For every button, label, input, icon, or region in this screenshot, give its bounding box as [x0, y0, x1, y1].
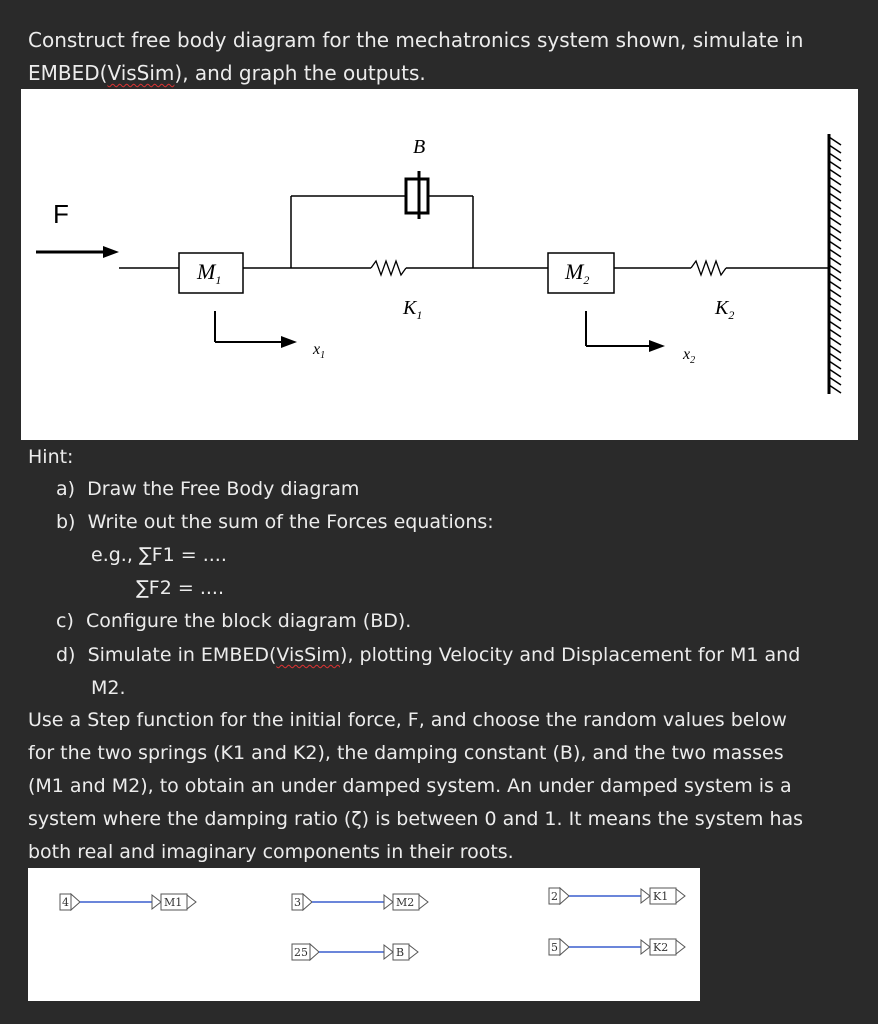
- disp-1-label: x1: [312, 341, 325, 361]
- vissim-block-group: 3 M2: [291, 892, 429, 912]
- wall-hatch-line: [828, 304, 842, 314]
- disp-2-label: x2: [682, 346, 695, 366]
- wall-hatch-line: [828, 360, 842, 370]
- input-port: [640, 938, 651, 956]
- wall-hatch-line: [828, 320, 842, 330]
- variable-name: M1: [164, 896, 182, 909]
- variable-name: B: [396, 946, 404, 959]
- spring-k1-label: K1: [402, 297, 422, 322]
- vissim-block-group: 4 M1: [59, 892, 197, 912]
- wall-hatch-line: [828, 368, 842, 378]
- wall-hatch-line: [828, 176, 842, 186]
- input-port: [640, 887, 651, 905]
- wall-hatch-line: [828, 272, 842, 282]
- variable-name: K2: [653, 941, 668, 954]
- wall-hatch-line: [828, 200, 842, 210]
- output-port: [675, 938, 686, 956]
- output-port: [70, 892, 81, 912]
- wall-hatch-line: [828, 160, 842, 170]
- wall-hatch-line: [828, 232, 842, 242]
- input-port: [151, 893, 162, 911]
- constant-value: 3: [294, 896, 301, 909]
- wall-hatch-line: [828, 152, 842, 162]
- wall-hatch-line: [828, 216, 842, 226]
- hint-item-a: a) Draw the Free Body diagram: [56, 478, 360, 500]
- hint-item-d-cont: M2.: [91, 677, 126, 699]
- hint-item-d: d) Simulate in EMBED(VisSim), plotting V…: [56, 644, 801, 666]
- wall-hatch-line: [828, 280, 842, 290]
- force-label: F: [53, 199, 69, 229]
- equation-1: e.g., ∑F1 = ....: [91, 544, 227, 566]
- wall-hatch-line: [828, 312, 842, 322]
- variable-name: K1: [653, 890, 668, 903]
- vissim-constants-panel: 4 M1 3 M2 2 K1 25 B 5 K2: [28, 868, 700, 1001]
- output-port: [186, 893, 197, 911]
- force-arrowhead: [103, 246, 119, 258]
- equation-2: ∑F2 = ....: [136, 577, 224, 599]
- wall-hatch-line: [828, 288, 842, 298]
- wall-hatch-line: [828, 384, 842, 394]
- title-line-2: EMBED(VisSim), and graph the outputs.: [28, 61, 426, 85]
- damper-body: [404, 177, 430, 215]
- wall-hatch-line: [828, 208, 842, 218]
- title-line-1: Construct free body diagram for the mech…: [28, 28, 804, 52]
- output-port: [559, 937, 570, 957]
- wall-hatch-line: [828, 136, 842, 146]
- variable-name: M2: [396, 896, 414, 909]
- output-port: [408, 943, 419, 961]
- wall-hatch-line: [828, 264, 842, 274]
- mass-2-block: [547, 252, 615, 294]
- wall-hatch-line: [828, 248, 842, 258]
- instructions-paragraph: Use a Step function for the initial forc…: [28, 709, 804, 863]
- constant-value: 2: [551, 890, 558, 903]
- problem-title: Construct free body diagram for the mech…: [28, 24, 858, 90]
- vissim-block-group: 25 B: [291, 942, 419, 962]
- wall-hatch-line: [828, 240, 842, 250]
- vissim-block-group: 2 K1: [548, 886, 686, 906]
- wall-hatch-line: [828, 352, 842, 362]
- output-port: [309, 942, 320, 962]
- spring-k2-label: K2: [714, 297, 734, 322]
- hint-heading: Hint:: [28, 446, 74, 468]
- hint-item-c: c) Configure the block diagram (BD).: [56, 610, 412, 632]
- wall-hatch-line: [828, 256, 842, 266]
- wall-hatch-line: [828, 224, 842, 234]
- output-port: [418, 893, 429, 911]
- disp-2-arrowhead: [649, 340, 665, 352]
- wall-hatch-line: [828, 328, 842, 338]
- wall-hatch-line: [828, 336, 842, 346]
- damper-label: B: [413, 136, 425, 158]
- mass-1-block: [178, 252, 244, 294]
- wall-hatch-line: [828, 376, 842, 386]
- spring-k1: [370, 259, 407, 277]
- output-port: [559, 886, 570, 906]
- wall-hatch-line: [828, 192, 842, 202]
- spring-k2: [690, 259, 727, 277]
- hint-item-b: b) Write out the sum of the Forces equat…: [56, 511, 494, 533]
- constant-value: 25: [294, 946, 308, 959]
- wall-hatch-line: [828, 168, 842, 178]
- constant-value: 5: [551, 941, 558, 954]
- wall-hatch-line: [828, 184, 842, 194]
- wall-hatch-line: [828, 344, 842, 354]
- mechanical-system-diagram: F M1 B K1 M2 K2: [21, 89, 858, 440]
- wall-hatch-line: [828, 296, 842, 306]
- input-port: [383, 943, 394, 961]
- output-port: [302, 892, 313, 912]
- constant-value: 4: [62, 896, 69, 909]
- input-port: [383, 893, 394, 911]
- output-port: [675, 887, 686, 905]
- disp-1-arrowhead: [281, 336, 297, 348]
- vissim-block-group: 5 K2: [548, 937, 686, 957]
- wall-hatch-line: [828, 144, 842, 154]
